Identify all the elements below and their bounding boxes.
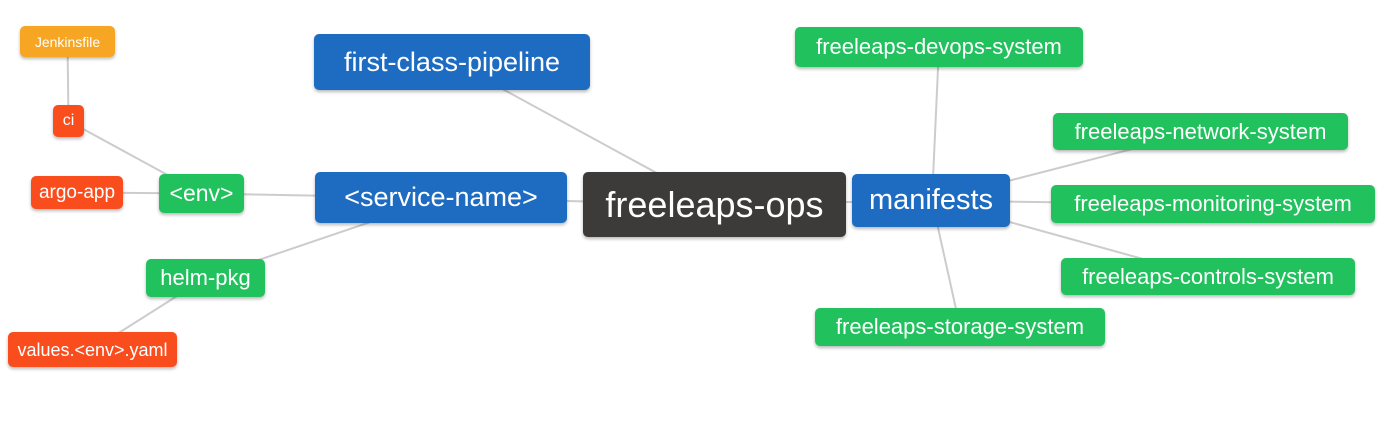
node-argo-app[interactable]: argo-app: [31, 176, 123, 209]
node-manifests[interactable]: manifests: [852, 174, 1010, 227]
node-values-env-yaml[interactable]: values.<env>.yaml: [8, 332, 177, 367]
node-jenkinsfile[interactable]: Jenkinsfile: [20, 26, 115, 57]
node-freeleaps-monitoring-system[interactable]: freeleaps-monitoring-system: [1051, 185, 1375, 223]
node-freeleaps-storage-system[interactable]: freeleaps-storage-system: [815, 308, 1105, 346]
node-ci[interactable]: ci: [53, 105, 84, 137]
node-first-class-pipeline[interactable]: first-class-pipeline: [314, 34, 590, 90]
node-freeleaps-network-system[interactable]: freeleaps-network-system: [1053, 113, 1348, 150]
node-env[interactable]: <env>: [159, 174, 244, 213]
node-helm-pkg[interactable]: helm-pkg: [146, 259, 265, 297]
node-freeleaps-controls-system[interactable]: freeleaps-controls-system: [1061, 258, 1355, 295]
node-freeleaps-ops[interactable]: freeleaps-ops: [583, 172, 846, 237]
node-service-name[interactable]: <service-name>: [315, 172, 567, 223]
node-freeleaps-devops-system[interactable]: freeleaps-devops-system: [795, 27, 1083, 67]
